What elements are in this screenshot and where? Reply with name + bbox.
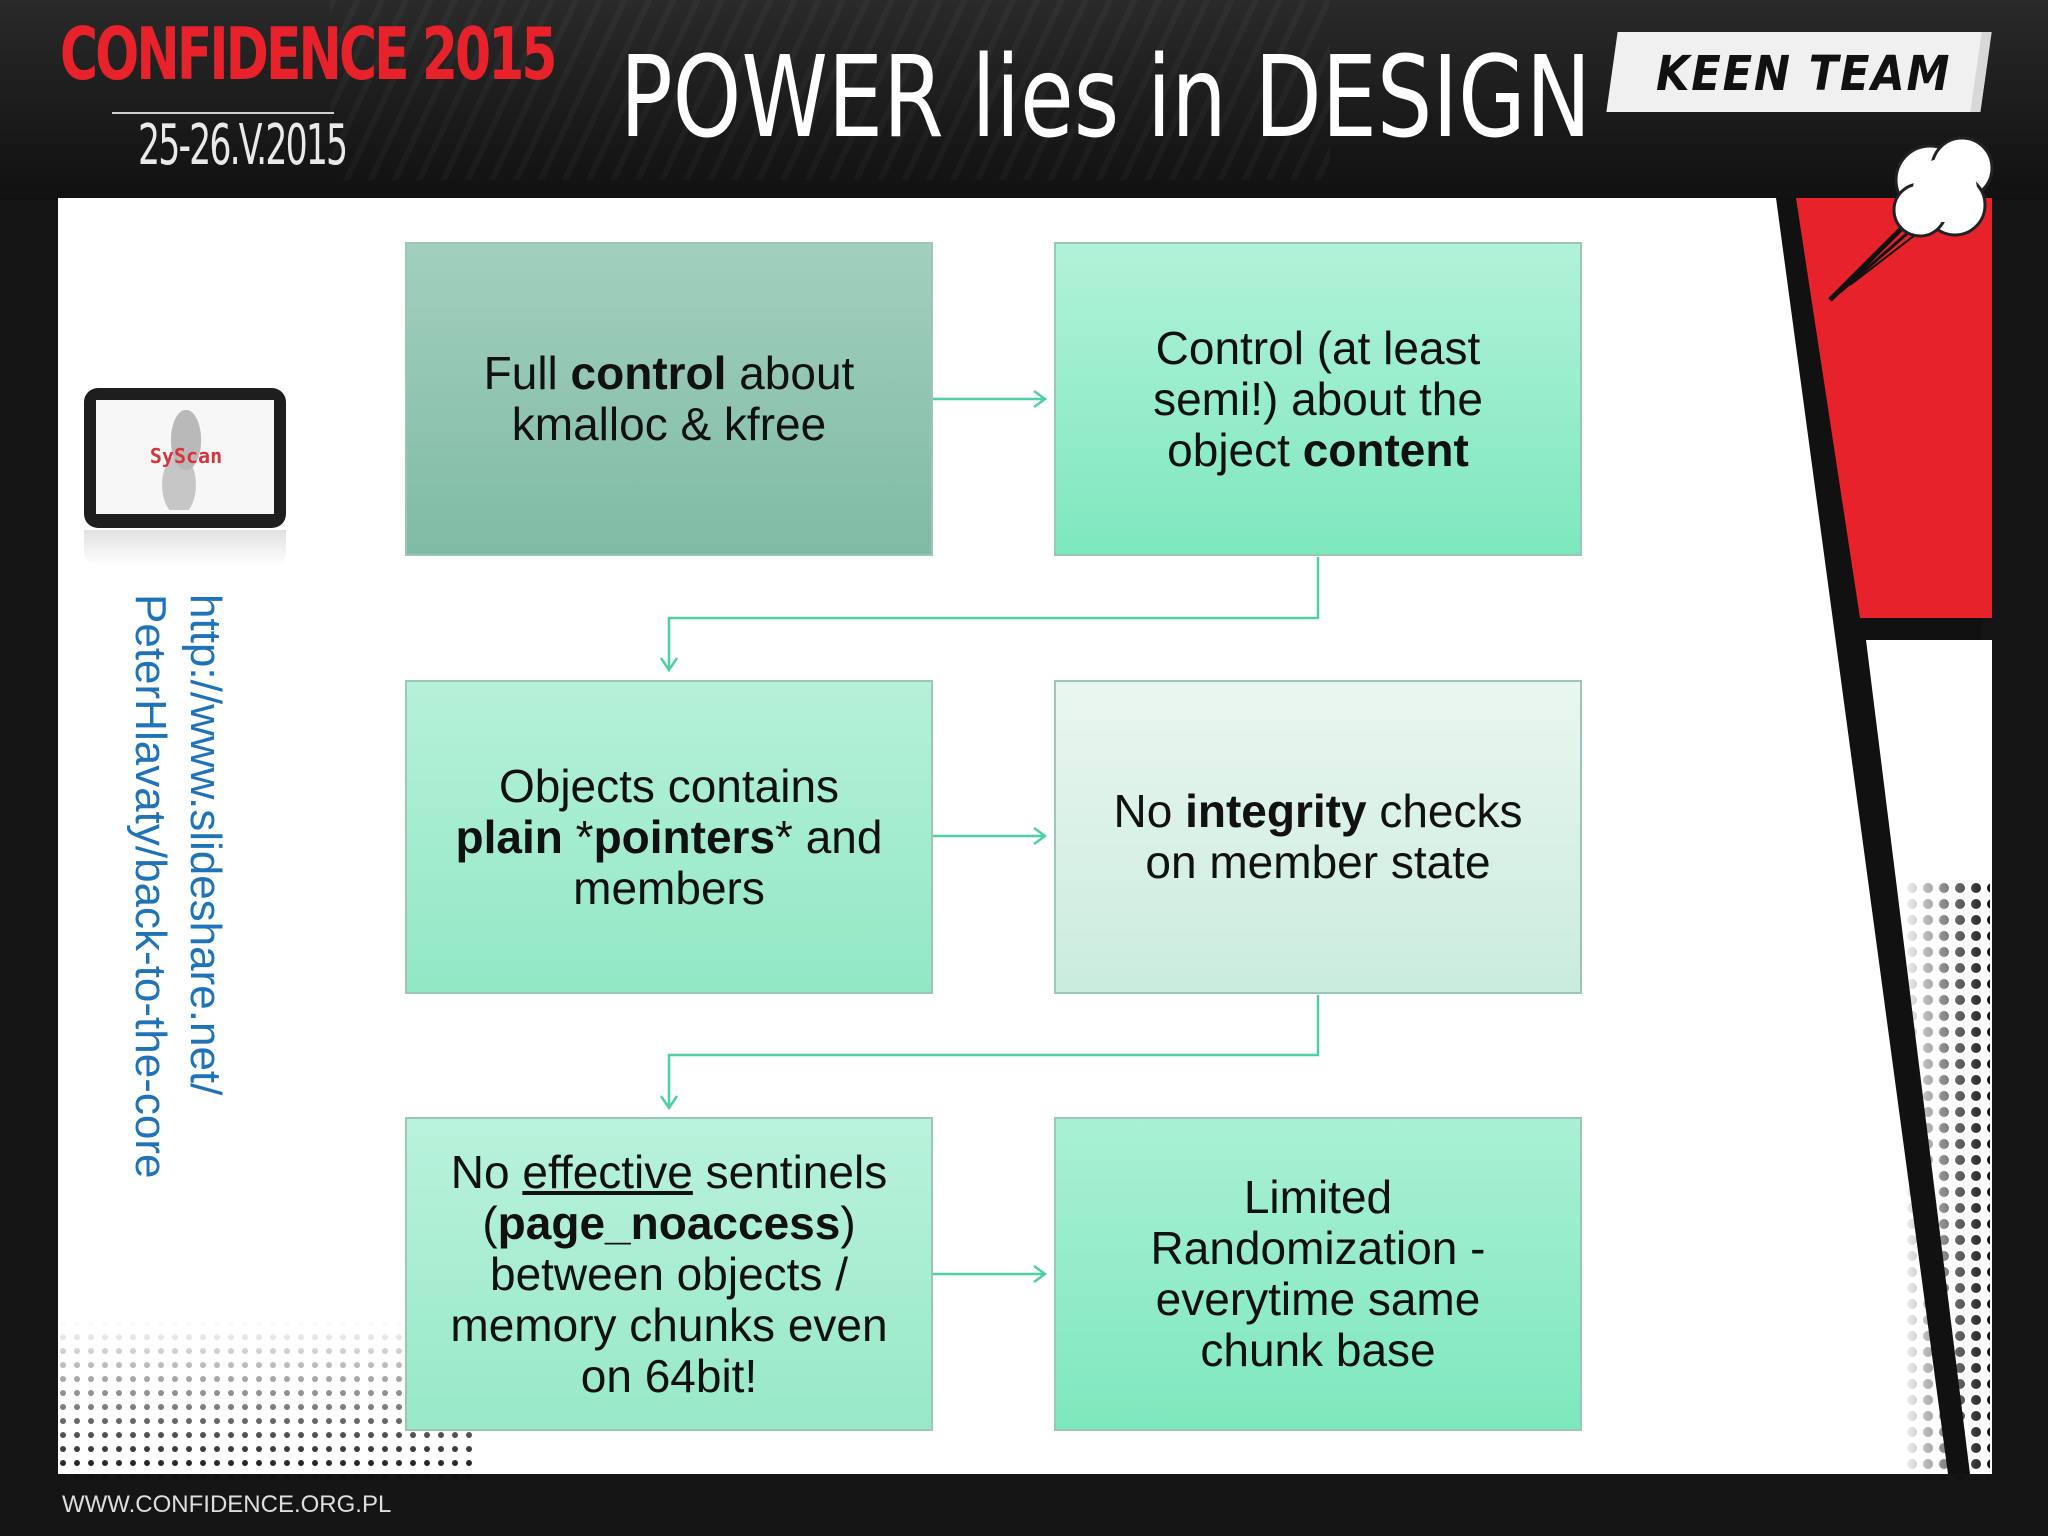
flow-box-limited-randomization: Limited Randomization - everytime same c… [1054, 1117, 1582, 1431]
silhouette-figure [151, 410, 221, 510]
slide-title: POWER lies in DESIGN [620, 33, 1592, 163]
event-divider [112, 112, 334, 114]
flow-box-full-control: Full control about kmalloc & kfree [405, 242, 933, 556]
cloud-puff-icon [1892, 136, 1994, 238]
red-panel [1796, 198, 1992, 618]
sponsor-name: KEEN TEAM [1656, 46, 1952, 102]
syscan-tablet-image: SyScan [84, 388, 286, 528]
flow-box-no-integrity: No integrity checks on member state [1054, 680, 1582, 994]
footer-website: WWW.CONFIDENCE.ORG.PL [62, 1491, 392, 1518]
flow-box-object-content: Control (at least semi!) about the objec… [1054, 242, 1582, 556]
halftone-right [1900, 880, 1990, 1480]
tablet-screen: SyScan [96, 400, 274, 514]
event-date: 25-26.V.2015 [138, 113, 348, 178]
tablet-reflection [84, 530, 286, 566]
flow-box-no-sentinels: No effective sentinels (page_noaccess) b… [405, 1117, 933, 1431]
syscan-logo: SyScan [149, 444, 223, 468]
flow-box-plain-pointers: Objects contains plain *pointers* and me… [405, 680, 933, 994]
